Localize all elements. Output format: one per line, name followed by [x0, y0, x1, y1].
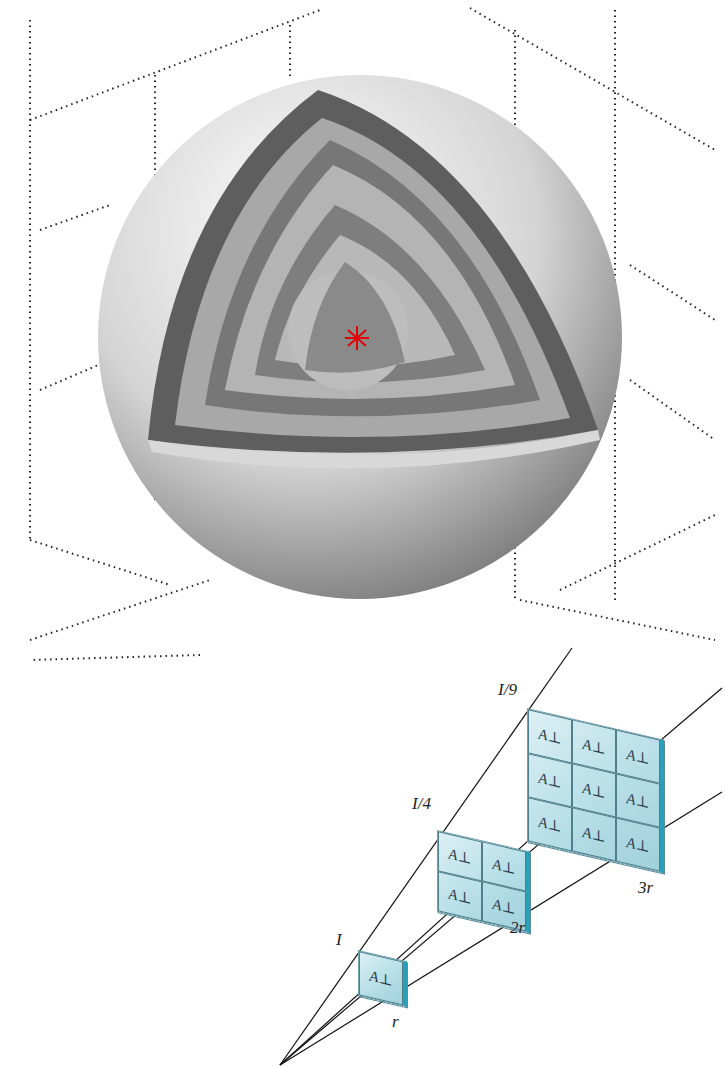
area-label: A⊥	[438, 871, 482, 921]
area-label: A⊥	[616, 774, 660, 828]
area-label: A⊥	[359, 951, 403, 1005]
patch-grid: A⊥A⊥A⊥A⊥A⊥A⊥A⊥A⊥A⊥	[528, 709, 660, 871]
area-label: A⊥	[616, 730, 660, 784]
cutaway-shells	[148, 90, 600, 468]
patch-grid: A⊥A⊥A⊥A⊥	[438, 831, 526, 931]
sphere	[98, 75, 622, 599]
area-patch: A⊥A⊥A⊥A⊥A⊥A⊥A⊥A⊥A⊥	[527, 708, 664, 874]
area-label: A⊥	[528, 753, 572, 807]
ray-lines	[280, 648, 722, 1065]
distance-label: 3r	[638, 878, 653, 898]
area-label: A⊥	[528, 797, 572, 851]
area-patch: A⊥A⊥A⊥A⊥	[437, 830, 530, 933]
area-patch: A⊥	[358, 950, 407, 1007]
area-label: A⊥	[616, 818, 660, 872]
patch-grid: A⊥	[359, 951, 403, 1005]
intensity-label: I/9	[498, 680, 517, 700]
grid-lines	[30, 8, 715, 660]
point-source	[345, 326, 369, 350]
distance-label: 2r	[510, 918, 525, 938]
area-label: A⊥	[572, 807, 616, 861]
area-label: A⊥	[572, 763, 616, 817]
intensity-label: I	[336, 930, 342, 950]
area-label: A⊥	[438, 831, 482, 881]
distance-label: r	[392, 1012, 399, 1032]
area-label: A⊥	[572, 719, 616, 773]
area-label: A⊥	[528, 709, 572, 763]
area-label: A⊥	[482, 841, 526, 891]
intensity-label: I/4	[412, 794, 431, 814]
